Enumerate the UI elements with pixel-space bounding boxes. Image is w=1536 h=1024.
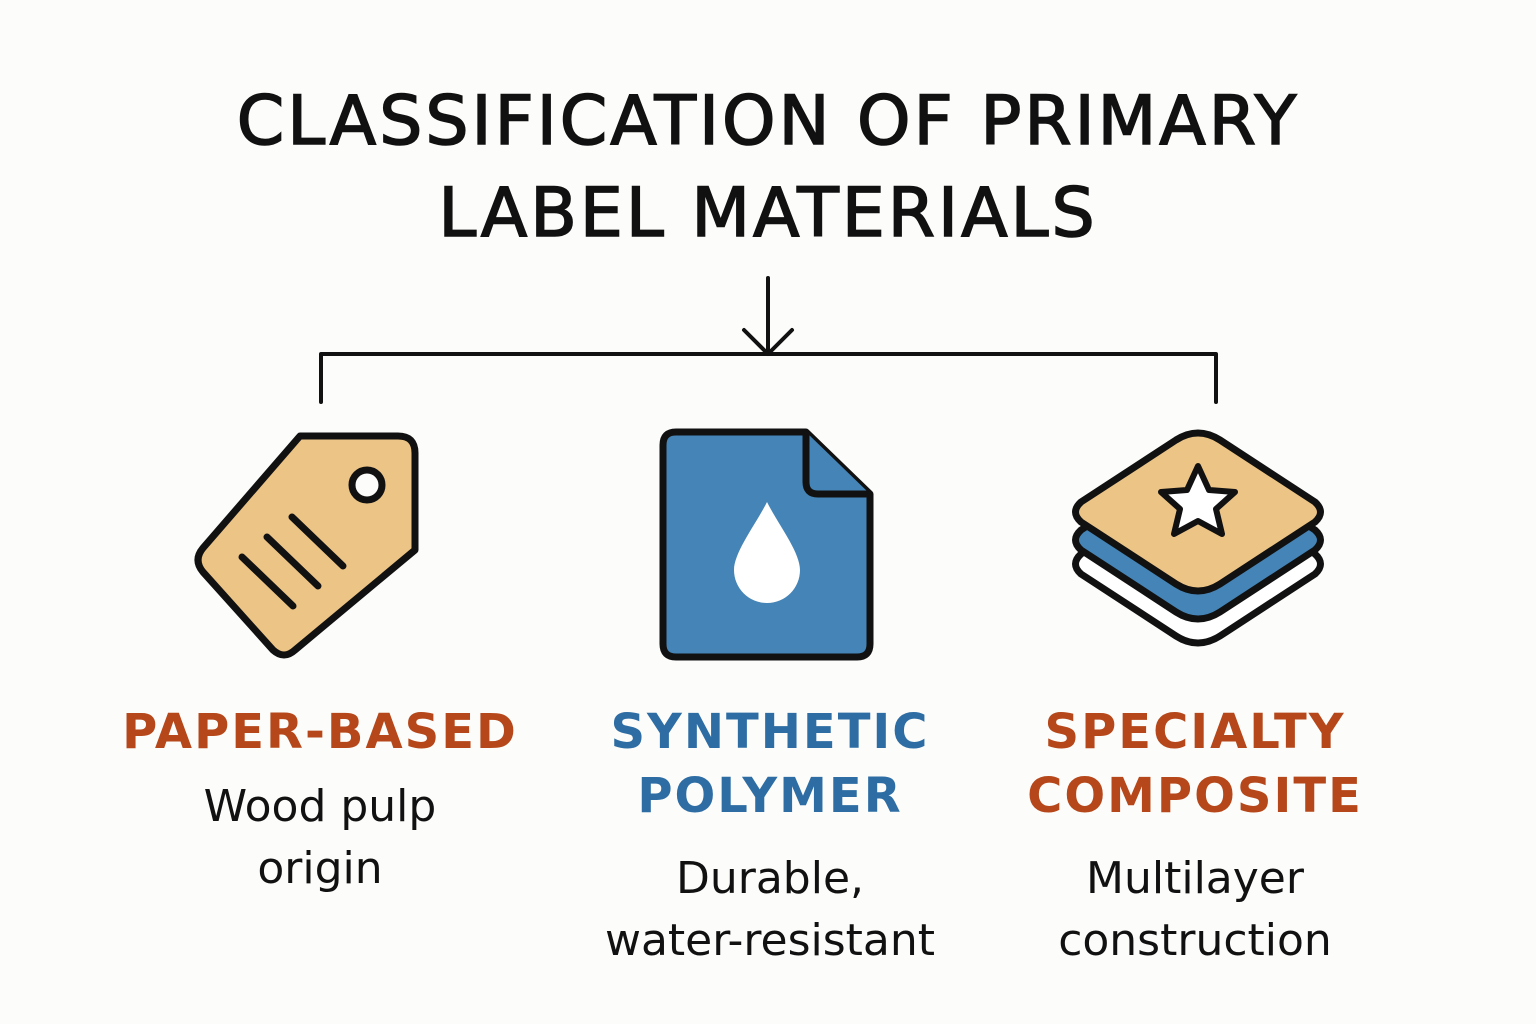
diagram-title: CLASSIFICATION OF PRIMARY LABEL MATERIAL… xyxy=(0,76,1536,260)
tag-icon-body xyxy=(194,432,419,659)
branch-bracket xyxy=(319,352,1218,404)
layered-star-icon xyxy=(1072,429,1324,647)
category-heading-line: COMPOSITE xyxy=(1027,768,1363,824)
tag-icon-hole xyxy=(348,466,386,504)
connector xyxy=(319,276,1218,404)
category-description-line: Durable, xyxy=(675,853,865,904)
category-paper-based: PAPER-BASED Wood pulp origin xyxy=(120,700,520,900)
star-icon xyxy=(1158,463,1238,537)
category-description-line: Multilayer xyxy=(1086,853,1304,904)
category-description: Durable, water-resistant xyxy=(540,848,1000,972)
category-description-line: origin xyxy=(257,843,383,894)
tag-icon xyxy=(194,432,419,659)
tag-icon-line-1 xyxy=(238,553,297,610)
tag-icon-line-3 xyxy=(288,513,347,570)
tag-icon-line-2 xyxy=(263,533,322,590)
category-heading: PAPER-BASED xyxy=(120,700,520,764)
category-heading-line: POLYMER xyxy=(637,768,903,824)
category-description: Multilayer construction xyxy=(1000,848,1390,972)
category-description-line: Wood pulp xyxy=(203,781,437,832)
category-heading-line: PAPER-BASED xyxy=(122,704,518,760)
category-specialty-composite: SPECIALTY COMPOSITE Multilayer constructio… xyxy=(1000,700,1390,972)
category-heading: SYNTHETIC POLYMER xyxy=(540,700,1000,828)
category-description-line: construction xyxy=(1058,915,1332,966)
category-heading-line: SYNTHETIC xyxy=(610,704,930,760)
category-description-line: water-resistant xyxy=(604,915,936,966)
title-line-1: CLASSIFICATION OF PRIMARY xyxy=(236,81,1300,162)
document-icon-fold xyxy=(802,432,870,498)
category-description: Wood pulp origin xyxy=(120,776,520,900)
title-line-2: LABEL MATERIALS xyxy=(438,173,1098,254)
water-drop-icon xyxy=(734,502,800,603)
category-heading-line: SPECIALTY xyxy=(1044,704,1346,760)
category-heading: SPECIALTY COMPOSITE xyxy=(1000,700,1390,828)
water-drop-document-icon xyxy=(659,428,874,661)
category-synthetic-polymer: SYNTHETIC POLYMER Durable, water-resistant xyxy=(540,700,1000,972)
